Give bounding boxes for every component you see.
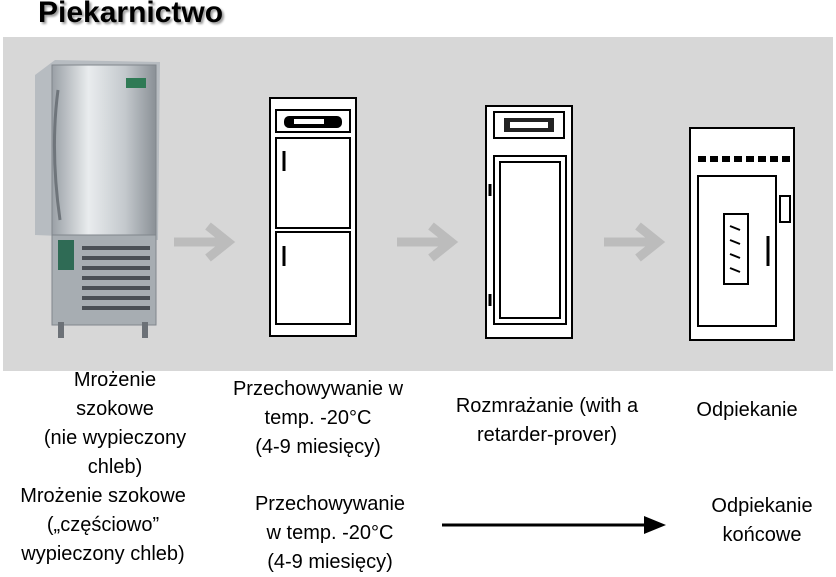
stage-label-thawing: Rozmrażanie (with a retarder-prover) [455,395,639,446]
storage-freezer-image [269,97,357,337]
retarder-prover-image [485,105,573,339]
alt-label-storage: Przechowywanie w temp. -20°C (4-9 miesię… [254,493,406,573]
stage-label-blast-freezing: Mrożenie szokowe (nie wypieczony chleb) [43,369,187,478]
process-arrow-1 [174,222,236,262]
process-arrow-2 [397,222,459,262]
stage-label-baking: Odpiekanie [696,399,798,421]
stage-label-storage: Przechowywanie w temp. -20°C (4-9 miesię… [232,378,404,458]
blast-freezer-image [35,60,160,338]
page-title: Piekarnictwo [38,0,224,29]
process-arrow-3 [604,222,666,262]
alt-label-partial-baked-freezing: Mrożenie szokowe („częściowo” wypieczony… [20,485,186,565]
black-flow-arrow [442,516,666,534]
alt-label-final-baking: Odpiekanie końcowe [711,495,813,546]
rack-oven-image [689,127,795,341]
